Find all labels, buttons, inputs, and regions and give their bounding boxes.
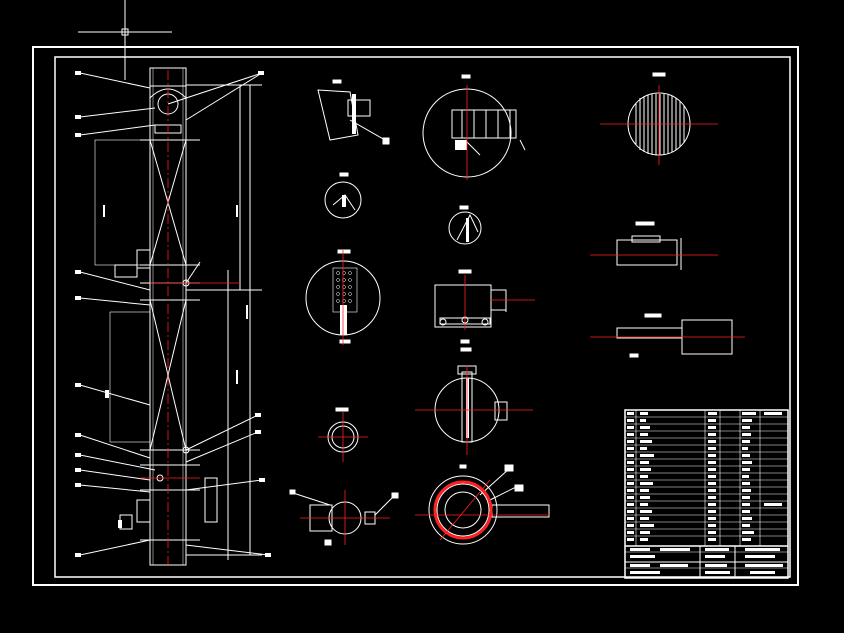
perforation-holes [336, 271, 352, 303]
inner-border [54, 56, 791, 578]
right-views [616, 72, 733, 358]
outer-border [32, 46, 799, 586]
detail-views [289, 74, 550, 546]
parts-list-text-marks [627, 412, 783, 574]
plate-slots [635, 94, 685, 155]
column-elevation-view [79, 67, 269, 566]
detail-centerlines [300, 85, 550, 545]
crosshair-cursor[interactable] [78, 0, 172, 80]
right-centerlines [590, 85, 745, 338]
detail-hatching [340, 94, 493, 540]
column-centerline [140, 70, 240, 565]
column-tags [75, 71, 271, 557]
sheet-frame [32, 46, 799, 586]
parts-list-rows [625, 416, 788, 569]
